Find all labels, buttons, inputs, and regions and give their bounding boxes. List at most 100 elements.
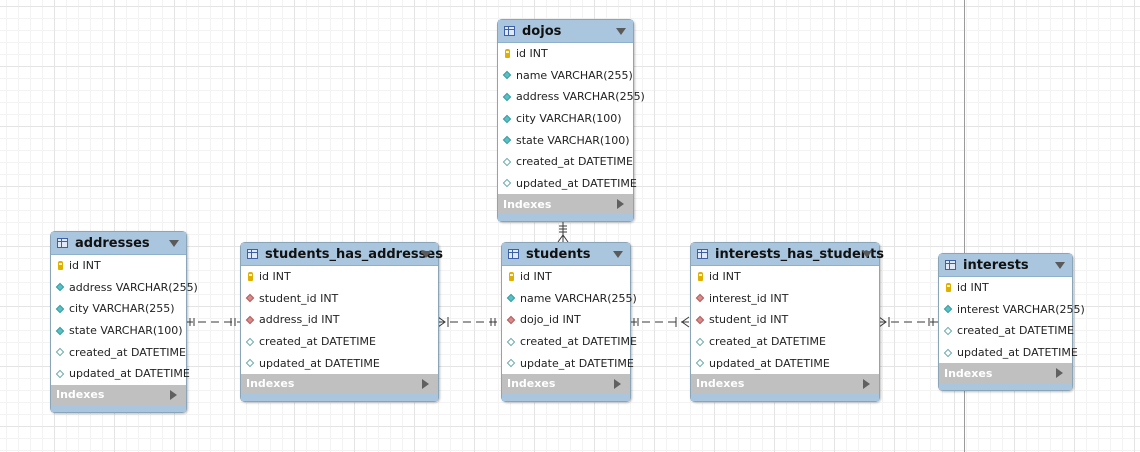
table-header[interactable]: students — [502, 243, 630, 266]
relationship-students-students-has-addresses[interactable] — [437, 316, 501, 328]
indexes-section[interactable]: Indexes — [498, 194, 633, 215]
nullable-column-icon — [244, 337, 256, 346]
column-row[interactable]: id INT — [502, 266, 630, 288]
column-row[interactable]: created_at DATETIME — [691, 331, 879, 353]
column-row[interactable]: created_at DATETIME — [502, 331, 637, 353]
column-definition: student_id INT — [709, 313, 789, 327]
triangle-right-icon[interactable] — [170, 389, 177, 400]
table-header[interactable]: interests_has_students — [691, 243, 884, 266]
chevron-down-icon[interactable] — [421, 251, 431, 258]
triangle-right-icon[interactable] — [614, 378, 621, 389]
chevron-down-icon[interactable] — [169, 240, 179, 247]
column-row[interactable]: dojo_id INT — [502, 309, 630, 331]
relationship-dojos-students[interactable] — [557, 221, 569, 243]
table-footer — [498, 214, 633, 222]
crows-foot-mark — [878, 316, 887, 328]
column-row[interactable]: address VARCHAR(255) — [498, 86, 645, 108]
column-definition: updated_at DATETIME — [709, 356, 830, 370]
column-row[interactable]: update_at DATETIME — [502, 352, 634, 374]
foreign-key-icon — [244, 294, 256, 303]
table-header[interactable]: interests — [939, 254, 1072, 277]
nullable-column-icon-glyph — [245, 337, 255, 346]
column-row[interactable]: city VARCHAR(255) — [51, 298, 186, 320]
key-icon — [694, 272, 706, 282]
table-dojos[interactable]: dojos id INT name VARCHAR(255) address VAR… — [497, 19, 645, 223]
column-diamond-icon — [501, 135, 513, 145]
nullable-column-icon-glyph — [502, 179, 512, 188]
column-definition: id INT — [709, 270, 741, 284]
indexes-section[interactable]: Indexes — [51, 384, 186, 405]
nullable-column-icon-glyph — [506, 358, 516, 368]
column-row[interactable]: address_id INT — [241, 309, 438, 331]
column-row[interactable]: city VARCHAR(100) — [498, 108, 633, 130]
column-row[interactable]: state VARCHAR(100) — [51, 320, 186, 342]
column-row[interactable]: interest_id INT — [691, 288, 879, 310]
column-row[interactable]: updated_at DATETIME — [939, 342, 1078, 364]
foreign-key-icon-glyph — [245, 315, 255, 325]
column-row[interactable]: created_at DATETIME — [51, 341, 186, 363]
table-header[interactable]: students_has_addresses — [241, 243, 443, 266]
relationship-interests-interests-has-students[interactable] — [878, 316, 938, 328]
table-header[interactable]: addresses — [51, 232, 186, 255]
chevron-down-icon[interactable] — [613, 251, 623, 258]
nullable-column-icon-glyph — [55, 347, 65, 357]
relationship-addresses-students-has-addresses[interactable] — [185, 318, 240, 326]
column-diamond-icon-glyph — [55, 326, 65, 335]
table-interests-has-students[interactable]: interests_has_students id INT interest_id… — [690, 242, 884, 402]
key-icon-glyph — [508, 272, 514, 282]
column-row[interactable]: created_at DATETIME — [241, 331, 438, 353]
column-row[interactable]: updated_at DATETIME — [498, 173, 637, 195]
chevron-down-icon[interactable] — [1055, 262, 1065, 269]
foreign-key-icon-glyph — [695, 294, 705, 303]
crows-foot-mark — [681, 316, 690, 328]
column-row[interactable]: created_at DATETIME — [498, 151, 633, 173]
key-icon-glyph — [504, 49, 510, 59]
indexes-section[interactable]: Indexes — [502, 373, 630, 394]
indexes-section[interactable]: Indexes — [691, 373, 879, 394]
key-icon — [54, 261, 66, 271]
column-row[interactable]: id INT — [498, 43, 633, 65]
key-icon-glyph — [57, 261, 63, 271]
chevron-down-icon[interactable] — [862, 251, 872, 258]
table-icon — [247, 249, 258, 259]
nullable-column-icon — [54, 369, 66, 379]
column-row[interactable]: name VARCHAR(255) — [502, 288, 637, 310]
column-row[interactable]: student_id INT — [691, 309, 879, 331]
relationship-students-interests-has-students[interactable] — [629, 316, 690, 328]
column-row[interactable]: updated_at DATETIME — [51, 363, 190, 385]
column-row[interactable]: id INT — [939, 277, 1072, 299]
column-diamond-icon-glyph — [502, 71, 512, 80]
triangle-right-icon[interactable] — [1056, 368, 1063, 379]
column-row[interactable]: updated_at DATETIME — [691, 352, 879, 374]
table-icon — [508, 249, 519, 259]
nullable-column-icon — [501, 157, 513, 167]
triangle-right-icon[interactable] — [863, 378, 870, 389]
chevron-down-icon[interactable] — [616, 28, 626, 35]
column-row[interactable]: student_id INT — [241, 288, 438, 310]
column-row[interactable]: address VARCHAR(255) — [51, 277, 198, 299]
table-interests[interactable]: interests id INT interest VARCHAR(255)cre… — [938, 253, 1085, 392]
indexes-section[interactable]: Indexes — [241, 373, 438, 394]
column-row[interactable]: interest VARCHAR(255) — [939, 299, 1085, 321]
column-definition: id INT — [516, 47, 548, 61]
column-row[interactable]: name VARCHAR(255) — [498, 65, 633, 87]
column-definition: id INT — [957, 281, 989, 295]
triangle-right-icon[interactable] — [422, 378, 429, 389]
column-row[interactable]: id INT — [241, 266, 438, 288]
indexes-section[interactable]: Indexes — [939, 363, 1072, 384]
column-row[interactable]: id INT — [691, 266, 879, 288]
column-row[interactable]: updated_at DATETIME — [241, 352, 438, 374]
table-icon — [697, 249, 708, 259]
column-row[interactable]: state VARCHAR(100) — [498, 129, 633, 151]
triangle-right-icon[interactable] — [617, 199, 624, 210]
column-row[interactable]: id INT — [51, 255, 186, 277]
nullable-column-icon — [942, 348, 954, 357]
table-footer — [241, 393, 438, 401]
column-definition: name VARCHAR(255) — [516, 68, 633, 82]
column-row[interactable]: created_at DATETIME — [939, 320, 1074, 342]
table-header[interactable]: dojos — [498, 20, 633, 43]
